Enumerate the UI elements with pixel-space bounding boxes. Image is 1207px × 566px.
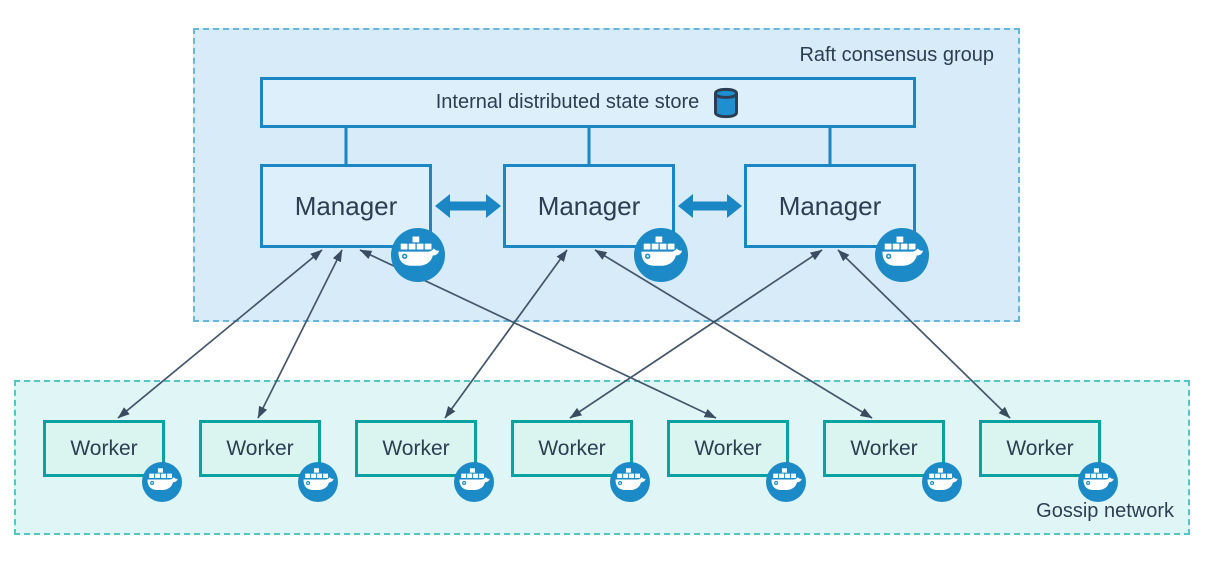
docker-whale-icon [142, 462, 182, 502]
docker-whale-icon [610, 462, 650, 502]
edge-manager-2-worker-3 [444, 249, 568, 419]
raft-group-label: Raft consensus group [799, 44, 994, 66]
manager-node-1-label: Manager [294, 190, 398, 221]
docker-whale-icon [454, 462, 494, 502]
worker-node-4-label: Worker [538, 436, 606, 460]
docker-whale-icon [298, 462, 338, 502]
worker-node-3-label: Worker [382, 436, 450, 460]
manager-peer-arrow-1 [435, 194, 501, 218]
worker-node-5-label: Worker [694, 436, 762, 460]
worker-node-6: Worker [823, 420, 945, 477]
worker-node-6-label: Worker [850, 436, 918, 460]
worker-node-2-label: Worker [226, 436, 294, 460]
edge-manager-3-worker-7 [837, 249, 1011, 419]
state-store-label: Internal distributed state store [435, 91, 700, 113]
edge-manager-3-worker-4 [569, 249, 823, 419]
docker-whale-icon [391, 228, 445, 282]
docker-whale-icon [922, 462, 962, 502]
docker-whale-icon [766, 462, 806, 502]
docker-whale-icon [1078, 462, 1118, 502]
worker-node-7: Worker [979, 420, 1101, 477]
docker-whale-icon [634, 228, 688, 282]
state-store-box: Internal distributed state store [260, 77, 916, 128]
worker-node-5: Worker [667, 420, 789, 477]
worker-node-7-label: Worker [1006, 436, 1074, 460]
worker-node-4: Worker [511, 420, 633, 477]
docker-whale-icon [875, 228, 929, 282]
edge-manager-1-worker-2 [257, 249, 343, 419]
worker-node-2: Worker [199, 420, 321, 477]
manager-peer-arrow-2 [678, 194, 742, 218]
manager-node-2-label: Manager [537, 190, 641, 221]
worker-node-1: Worker [43, 420, 165, 477]
database-cylinder-icon [712, 86, 740, 120]
edge-manager-1-worker-1 [117, 249, 323, 419]
gossip-network-label: Gossip network [1036, 500, 1174, 522]
manager-node-3-label: Manager [778, 190, 882, 221]
manager-node-1: Manager [260, 164, 432, 248]
worker-node-1-label: Worker [70, 436, 138, 460]
worker-node-3: Worker [355, 420, 477, 477]
